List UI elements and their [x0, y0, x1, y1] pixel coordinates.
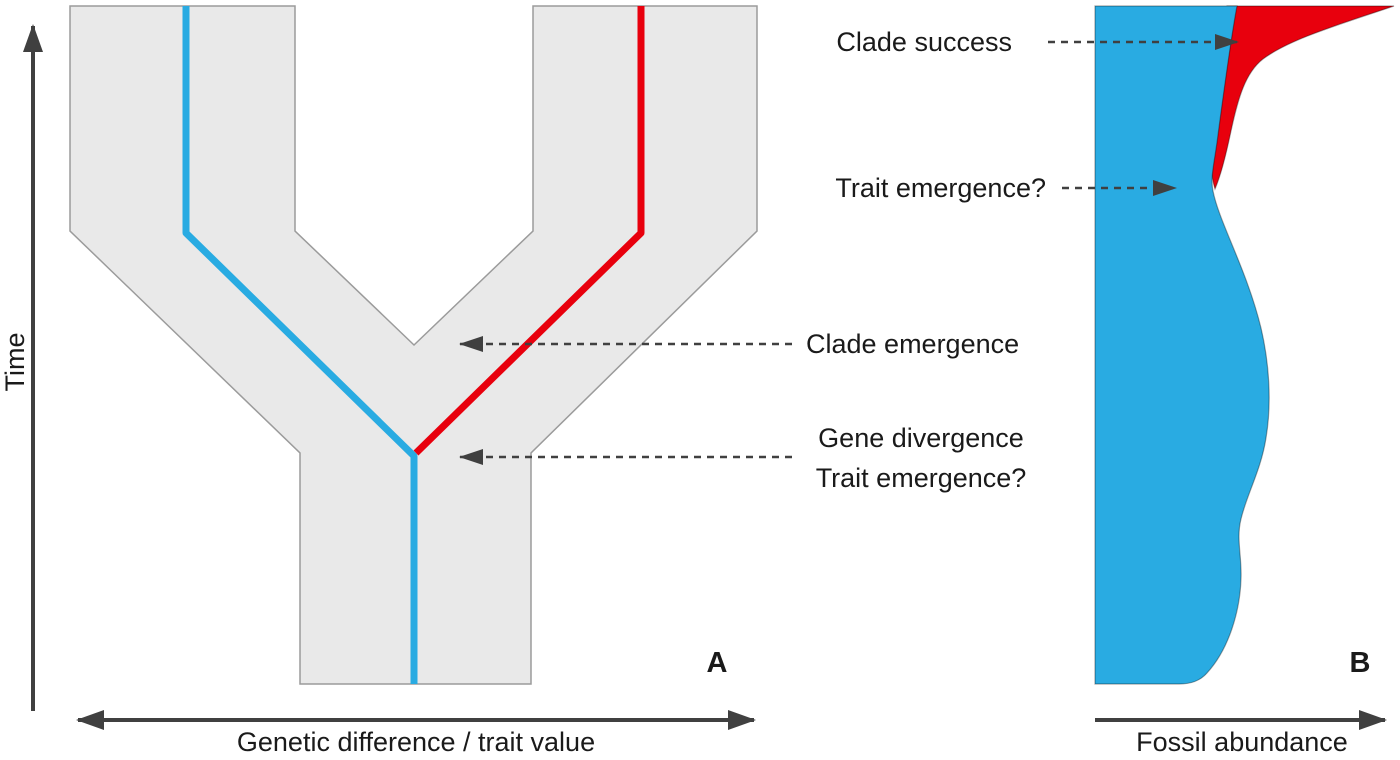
- clade-wedge-shape: [69, 5, 758, 685]
- trait-emergence-label: Trait emergence?: [835, 173, 1046, 203]
- gene-divergence-label-line1: Gene divergence: [818, 423, 1024, 453]
- clade-emergence-label: Clade emergence: [806, 329, 1019, 359]
- gene-divergence-label-line2: Trait emergence?: [816, 463, 1027, 493]
- time-axis-label: Time: [0, 333, 30, 392]
- panel-b-label: B: [1350, 647, 1371, 679]
- panel-a-label: A: [707, 647, 728, 679]
- fossil-abundance-axis-label: Fossil abundance: [1136, 727, 1348, 757]
- fossil-spindle-red-clade: [1208, 5, 1395, 191]
- panel-a: Clade emergence Gene divergence Trait em…: [0, 5, 1027, 757]
- clade-success-label: Clade success: [836, 27, 1012, 57]
- fossil-spindle-blue-clade: [1094, 5, 1270, 685]
- panel-b: Clade success Trait emergence? Fossil ab…: [835, 5, 1395, 757]
- genetic-difference-axis-label: Genetic difference / trait value: [237, 727, 595, 757]
- blue-lineage-line: [182, 6, 418, 684]
- red-lineage-line: [413, 6, 645, 456]
